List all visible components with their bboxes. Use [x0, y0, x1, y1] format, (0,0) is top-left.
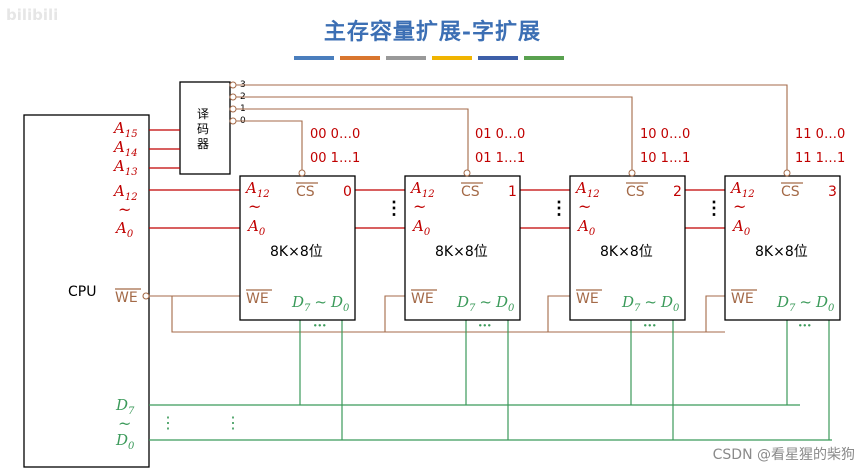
cpu-pin-we: WE [115, 290, 138, 306]
address-ellipsis: ⋮ [385, 198, 403, 219]
chip-select-wires [236, 84, 788, 170]
memory-chip: A12~A0 CS 0 8K×8位 WE D7~D0 ··· 00 0…0 00 1…1 [239, 127, 360, 334]
data-bus-ellipsis-1: ⋮ [160, 413, 176, 432]
svg-text:D7: D7 [115, 396, 135, 417]
chip-pin-a0: A0 [246, 217, 266, 238]
svg-text:D0: D0 [115, 431, 135, 452]
chip-code-low: 11 0…0 [795, 127, 845, 142]
memory-chip: A12~A0 CS 2 8K×8位 WE D7~D0 ··· 10 0…0 10 1…1 ⋮ [550, 127, 690, 334]
chip-data-dots: ··· [478, 319, 492, 334]
chip-data-dots: ··· [798, 319, 812, 334]
cpu-pin-a0: A0 [114, 219, 134, 240]
svg-text:A0: A0 [114, 219, 134, 240]
chip-pin-we: WE [576, 291, 599, 307]
memory-chip: A12~A0 CS 3 8K×8位 WE D7~D0 ··· 11 0…0 11 1…1 ⋮ [705, 127, 845, 334]
cpu-pin-a13: A13 [112, 157, 138, 178]
svg-text:A14: A14 [112, 138, 138, 159]
chip-pin-a0: A0 [731, 217, 751, 238]
chip-tilde: ~ [248, 197, 261, 216]
chip-code-low: 10 0…0 [640, 127, 690, 142]
chip-pin-data: D7~D0 [456, 293, 515, 314]
chip-code-low: 01 0…0 [475, 127, 525, 142]
bilibili-watermark: bilibili [6, 6, 59, 24]
chip-size: 8K×8位 [435, 244, 488, 260]
data-bus-wires [149, 320, 832, 441]
chip-tilde: ~ [413, 197, 426, 216]
title-stripe [524, 56, 564, 60]
cpu-pin-a12: A12 [112, 182, 138, 203]
svg-text:A13: A13 [112, 157, 138, 178]
chip-pin-a12: A12 [409, 179, 435, 200]
chip-pin-a12: A12 [244, 179, 270, 200]
cpu-pin-a14: A14 [112, 138, 138, 159]
chip-pin-a0: A0 [411, 217, 431, 238]
chip-size: 8K×8位 [755, 244, 808, 260]
chip-index: 0 [343, 184, 352, 200]
chip-pin-data: D7~D0 [621, 293, 680, 314]
chip-index: 2 [673, 184, 682, 200]
cpu-label: CPU [68, 284, 96, 300]
chip-pin-a12: A12 [574, 179, 600, 200]
chip-data-dots: ··· [643, 319, 657, 334]
cpu-tilde-addr: ~ [118, 200, 131, 219]
chip-data-dots: ··· [313, 319, 327, 334]
chip-size: 8K×8位 [600, 244, 653, 260]
chip-pin-we: WE [411, 291, 434, 307]
chip-code-high: 01 1…1 [475, 151, 525, 166]
decoder-label-1: 译 [197, 107, 209, 121]
chip-pin-we: WE [246, 291, 269, 307]
chip-pin-we: WE [731, 291, 754, 307]
chip-pin-cs: CS [461, 184, 480, 200]
chip-index: 1 [508, 184, 517, 200]
cpu-pin-d7: D7 [115, 396, 135, 417]
chip-code-high: 10 1…1 [640, 151, 690, 166]
chip-tilde: ~ [733, 197, 746, 216]
svg-text:A12: A12 [112, 182, 138, 203]
cpu-block: CPU A15 A14 A13 A12 ~ A0 WE D7 ~ D0 [23, 114, 150, 468]
chip-pin-data: D7~D0 [291, 293, 350, 314]
csdn-credit: CSDN @看星猩的柴狗 [712, 447, 855, 463]
chip-code-high: 11 1…1 [795, 151, 845, 166]
chip-pin-a0: A0 [576, 217, 596, 238]
title-stripe [386, 56, 426, 60]
address-bus-wires [149, 189, 725, 229]
title-stripe [478, 56, 518, 60]
title-stripe [294, 56, 334, 60]
chip-pin-cs: CS [781, 184, 800, 200]
chip-size: 8K×8位 [270, 244, 323, 260]
title-stripe [432, 56, 472, 60]
svg-text:A15: A15 [112, 119, 138, 140]
we-bus-wires [142, 292, 725, 333]
chip-index: 3 [828, 184, 837, 200]
cpu-pin-a15: A15 [112, 119, 138, 140]
decoder-input-wires [149, 129, 180, 169]
address-ellipsis: ⋮ [550, 198, 568, 219]
chip-pin-cs: CS [296, 184, 315, 200]
decoder-block: 译 码 器 3 2 1 0 [179, 80, 246, 175]
decoder-label-3: 器 [197, 137, 209, 151]
memory-chip: A12~A0 CS 1 8K×8位 WE D7~D0 ··· 01 0…0 01 1…1 ⋮ [385, 127, 525, 334]
chip-code-low: 00 0…0 [310, 127, 360, 142]
data-bus-ellipsis-2: ⋮ [225, 413, 241, 432]
title-stripe [340, 56, 380, 60]
chip-pin-data: D7~D0 [776, 293, 835, 314]
chip-tilde: ~ [578, 197, 591, 216]
diagram-title: 主存容量扩展-字扩展 [323, 19, 542, 45]
cpu-tilde-data: ~ [118, 414, 131, 433]
chip-pin-cs: CS [626, 184, 645, 200]
chip-pin-a12: A12 [729, 179, 755, 200]
chip-code-high: 00 1…1 [310, 151, 360, 166]
decoder-label-2: 码 [197, 122, 209, 136]
address-ellipsis: ⋮ [705, 198, 723, 219]
cpu-pin-d0: D0 [115, 431, 135, 452]
